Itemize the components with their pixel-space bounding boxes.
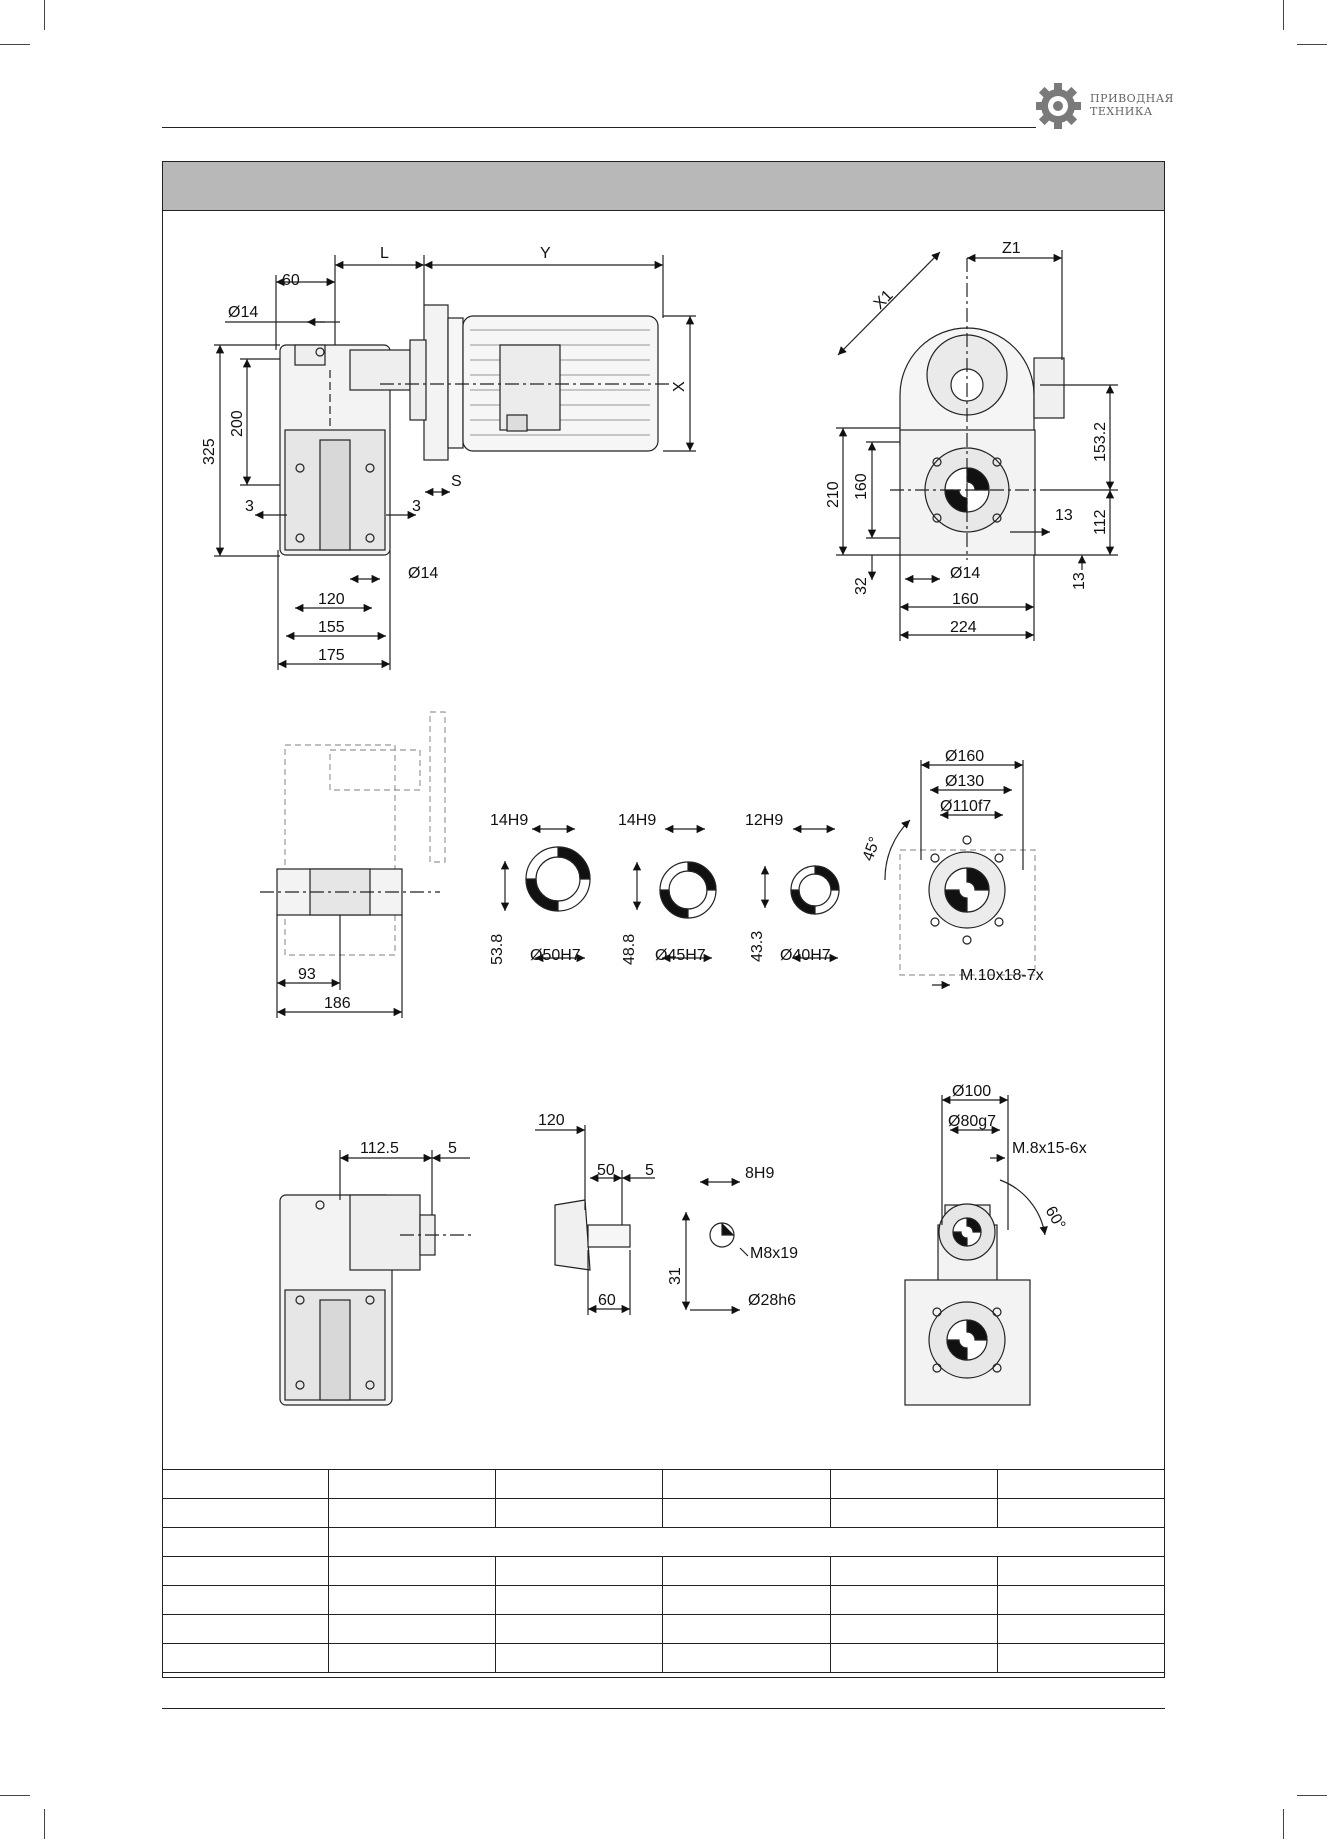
bore2-key: 14H9 — [618, 812, 656, 829]
bore1-dia: Ø50H7 — [530, 947, 581, 964]
dim-S: S — [451, 473, 462, 490]
dim-112-5: 112.5 — [360, 1140, 399, 1157]
brand-line-1: ПРИВОДНАЯ — [1090, 92, 1174, 105]
dim-120: 120 — [538, 1112, 565, 1129]
dim-3-left: 3 — [245, 498, 254, 515]
dim-153-2: 153.2 — [1092, 422, 1109, 462]
dim-8h9: 8H9 — [745, 1165, 774, 1182]
dim-X1: X1 — [871, 287, 897, 313]
bore1-key: 14H9 — [490, 812, 528, 829]
dim-L: L — [380, 245, 389, 262]
dim-phi14-top: Ø14 — [228, 304, 258, 321]
bore1-height: 53.8 — [489, 934, 506, 965]
front-view — [836, 250, 1118, 641]
dim-31: 31 — [667, 1267, 684, 1285]
dim-210: 210 — [825, 481, 842, 508]
side-view-motor — [214, 255, 696, 670]
bore3-height: 43.3 — [749, 931, 766, 962]
brand-logo — [1036, 83, 1081, 129]
dim-5-a: 5 — [448, 1140, 457, 1157]
dim-phi100: Ø100 — [952, 1083, 991, 1100]
crop-mark — [1283, 1809, 1284, 1839]
crop-mark — [0, 1795, 30, 1796]
flange-angle: 45° — [860, 835, 884, 864]
crop-mark — [1297, 44, 1327, 45]
bottom-front-view — [904, 1095, 1048, 1406]
table-row — [162, 1643, 1166, 1673]
bore2-dia: Ø45H7 — [655, 947, 706, 964]
dim-32: 32 — [853, 577, 870, 595]
dim-112: 112 — [1092, 509, 1109, 535]
dim-phi14-bottom: Ø14 — [408, 565, 438, 582]
dim-phi80: Ø80g7 — [948, 1113, 996, 1130]
flange-d110: Ø110f7 — [940, 798, 991, 815]
bore-45 — [632, 824, 717, 963]
table-row — [162, 1585, 1166, 1615]
dim-160-v: 160 — [853, 473, 870, 500]
dim-5-b: 5 — [645, 1162, 654, 1179]
dim-120: 120 — [318, 591, 345, 608]
gear-icon — [1036, 83, 1081, 129]
bore2-height: 48.8 — [621, 934, 638, 965]
crop-mark — [0, 44, 30, 45]
bore-50 — [500, 824, 591, 963]
bore3-key: 12H9 — [745, 812, 783, 829]
dim-60: 60 — [282, 272, 300, 289]
dim-m8x15: M.8x15-6x — [1012, 1140, 1087, 1157]
footer-rule — [162, 1708, 1165, 1709]
crop-mark — [44, 1809, 45, 1839]
dim-224: 224 — [950, 619, 977, 636]
bore-40 — [760, 824, 840, 963]
table-row — [162, 1498, 1166, 1528]
shaft-end-view — [535, 1125, 655, 1315]
brand-name: ПРИВОДНАЯ ТЕХНИКА — [1090, 92, 1174, 118]
dim-200: 200 — [229, 410, 246, 437]
crop-mark — [44, 0, 45, 30]
shaft-section — [681, 1177, 749, 1315]
dim-60: 60 — [598, 1292, 616, 1309]
crop-mark — [1283, 0, 1284, 30]
table-row — [162, 1556, 1166, 1586]
brand-line-2: ТЕХНИКА — [1090, 105, 1153, 118]
header-rule — [162, 127, 1036, 128]
dim-Z1: Z1 — [1002, 240, 1021, 257]
bottom-side-view — [279, 1150, 472, 1406]
dim-13-a: 13 — [1055, 507, 1073, 524]
dim-X: X — [671, 381, 688, 392]
dim-angle60: 60° — [1042, 1204, 1069, 1233]
frame-header-band — [163, 162, 1164, 211]
drawing-frame — [162, 161, 1165, 1678]
dim-m8x19: M8x19 — [750, 1245, 798, 1262]
dim-Y: Y — [540, 245, 551, 262]
dim-175: 175 — [318, 647, 345, 664]
flange-d130: Ø130 — [945, 773, 984, 790]
dim-13-b: 13 — [1071, 572, 1088, 590]
dim-28h6: Ø28h6 — [748, 1292, 796, 1309]
flange-d160: Ø160 — [945, 748, 984, 765]
flange-thread: M.10x18-7x — [960, 967, 1044, 984]
flange-view — [884, 760, 1036, 990]
hollow-shaft-side-view — [260, 711, 446, 1018]
dim-3-right: 3 — [412, 498, 421, 515]
dimension-table — [162, 1469, 1166, 1673]
bore3-dia: Ø40H7 — [780, 947, 831, 964]
dim-50: 50 — [597, 1162, 615, 1179]
crop-mark — [1297, 1795, 1327, 1796]
table-row — [162, 1527, 1165, 1557]
dim-325: 325 — [201, 438, 218, 465]
dim-160-h: 160 — [952, 591, 979, 608]
dim-phi14: Ø14 — [950, 565, 980, 582]
table-row — [162, 1469, 1166, 1499]
dim-93: 93 — [298, 966, 316, 983]
dim-186: 186 — [324, 995, 351, 1012]
dim-155: 155 — [318, 619, 345, 636]
